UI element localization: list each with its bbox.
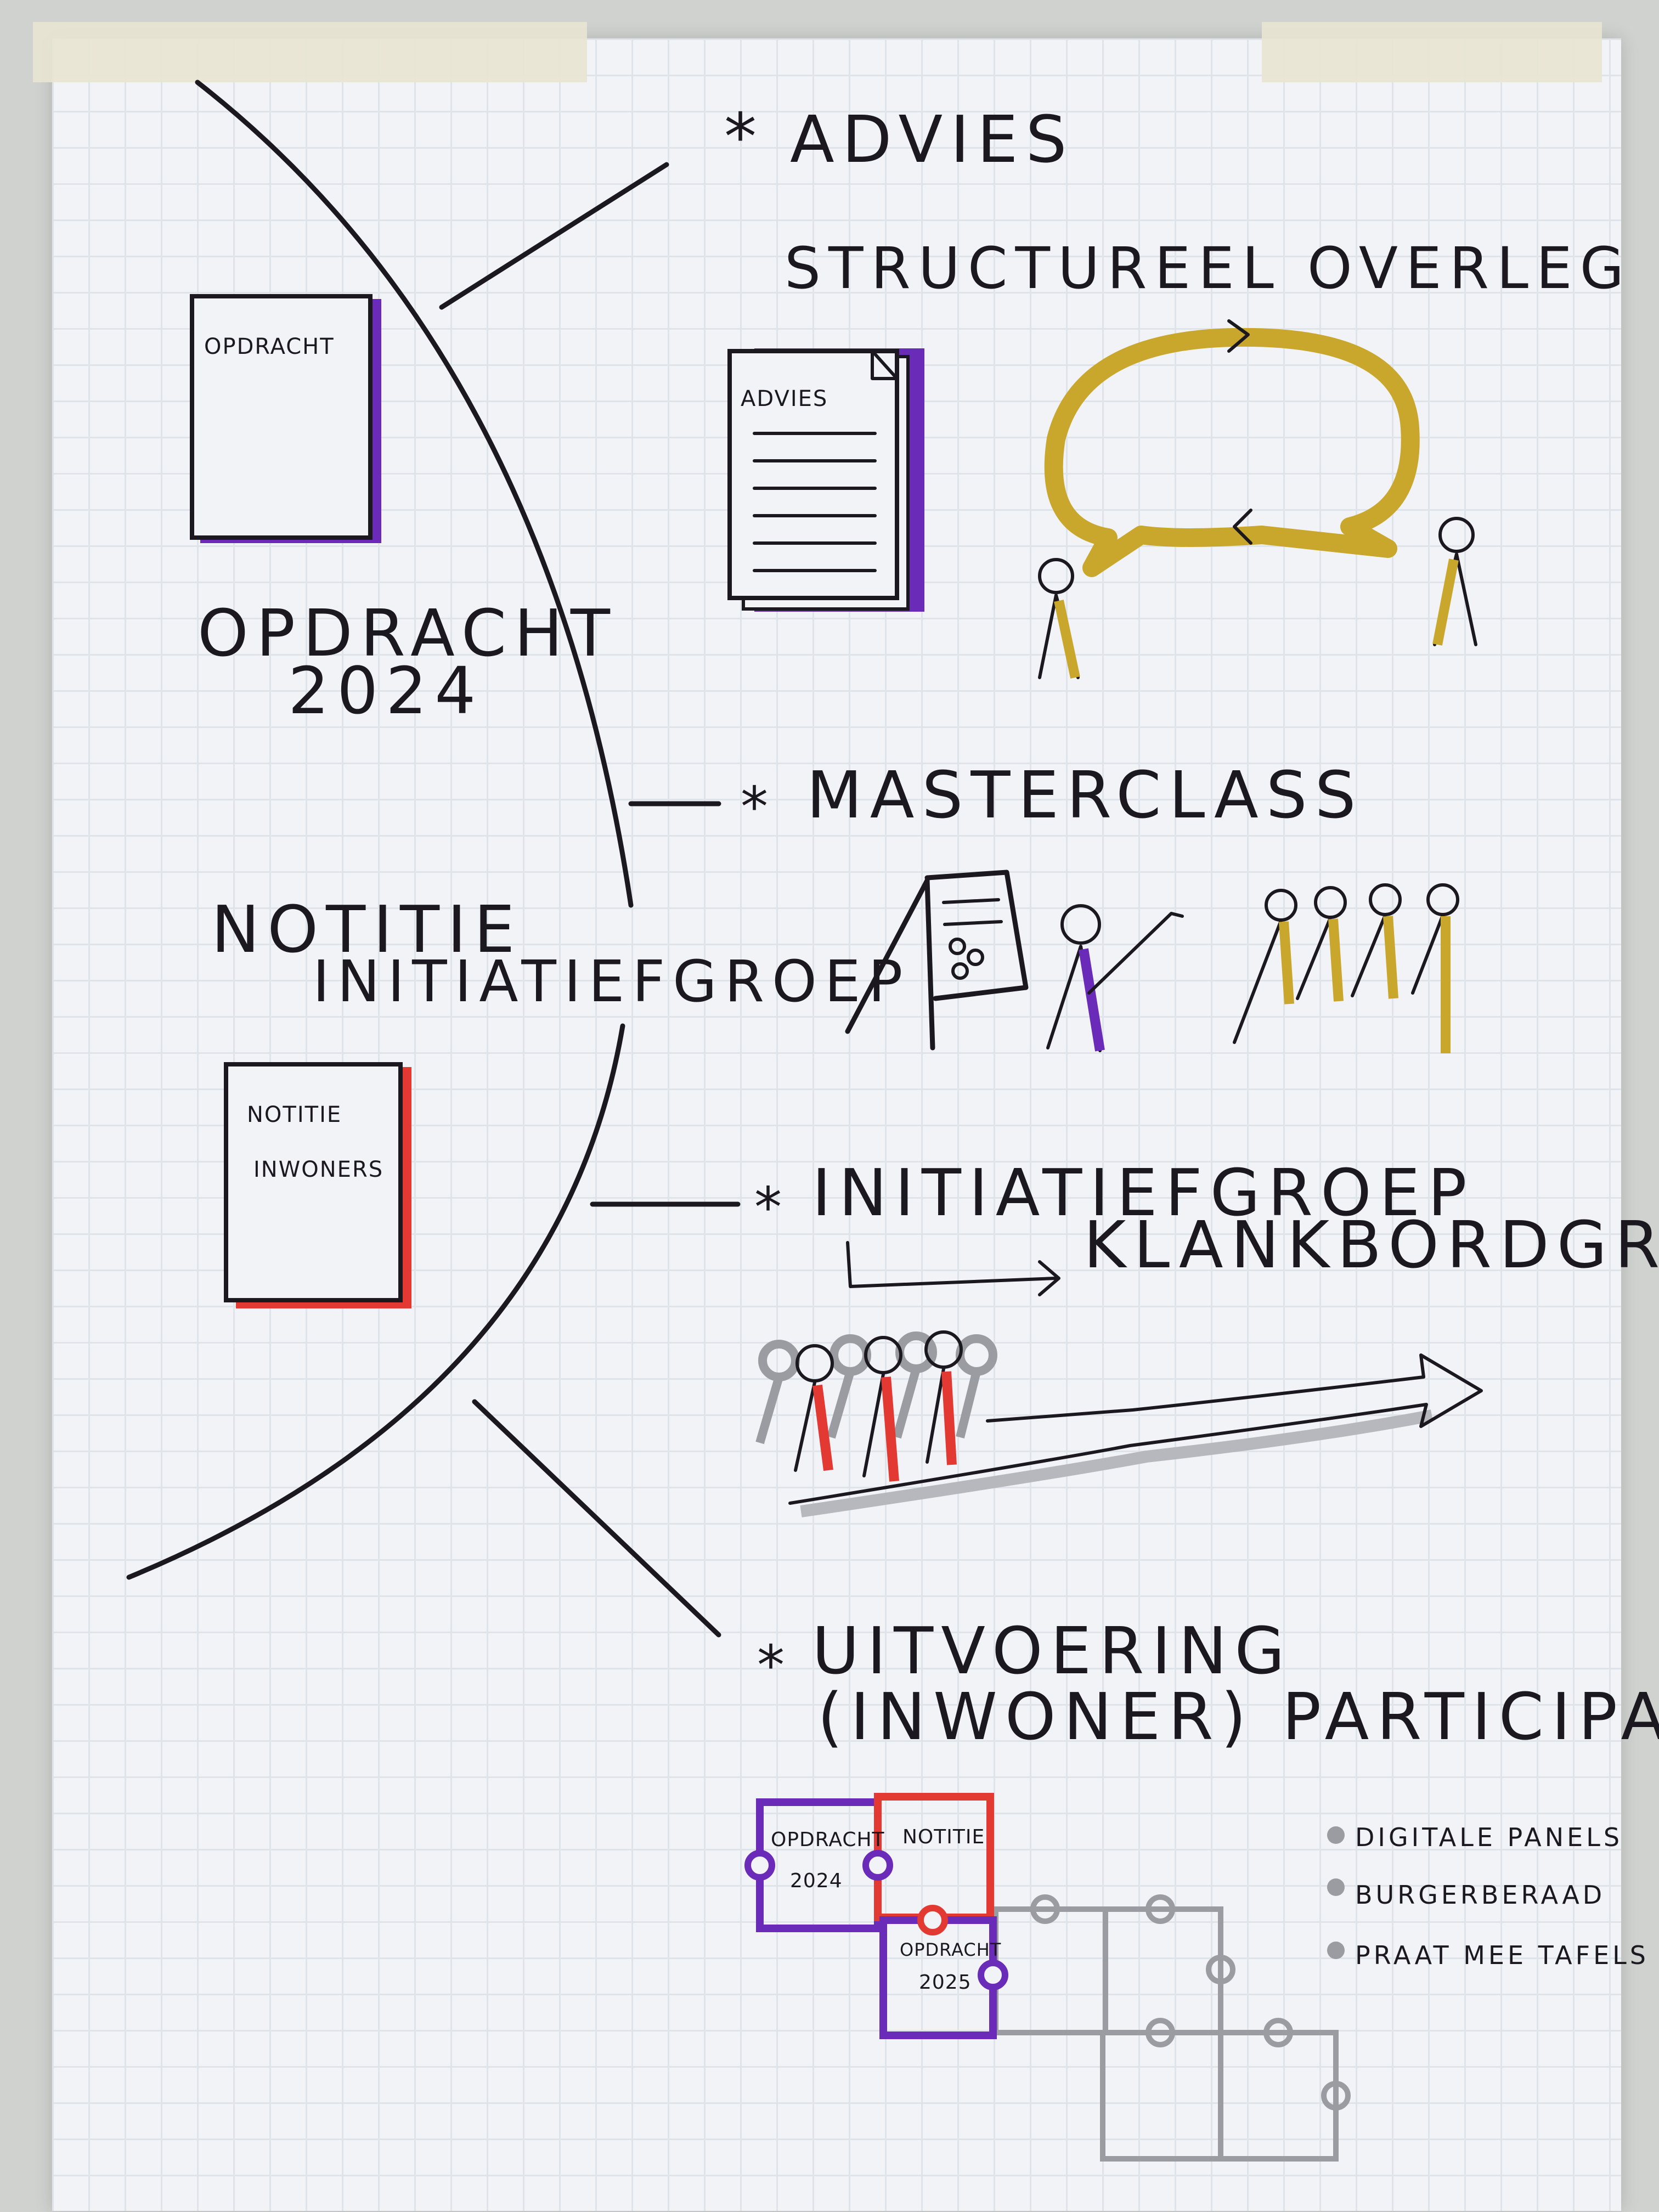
presenter-icon xyxy=(1046,904,1184,1052)
audience-icon xyxy=(1233,883,1459,1053)
spine-arc-upper xyxy=(195,80,634,908)
puzzle-opdracht-2025-label: OPDRACHT xyxy=(900,1939,1001,1960)
branch-advies xyxy=(439,162,669,310)
advies-document-stack-icon: ADVIES xyxy=(727,348,924,612)
puzzle-notitie-label: NOTITIE xyxy=(902,1826,985,1848)
flipchart-easel-icon xyxy=(845,870,1029,1051)
opdracht-document-icon: OPDRACHT xyxy=(190,294,381,543)
growth-arrow-icon xyxy=(788,1353,1483,1517)
initiatiefgroep-heading: INITIATIEFGROEP xyxy=(313,948,910,1015)
uitvoering-title: UITVOERING xyxy=(812,1613,1293,1689)
person-right-icon xyxy=(1432,517,1477,646)
bullet-praat-mee-tafels: PRAAT MEE TAFELS xyxy=(1355,1940,1649,1970)
person-left-icon xyxy=(1038,558,1080,679)
advies-title: ADVIES xyxy=(790,101,1075,177)
advies-doc-label: ADVIES xyxy=(741,386,828,411)
spine-arc-lower xyxy=(126,1023,625,1580)
opdracht-heading: OPDRACHT xyxy=(198,595,618,671)
notitie-document-icon: NOTITIE INWONERS xyxy=(224,1062,411,1308)
opdracht-year: 2024 xyxy=(288,653,483,729)
uitvoering-asterisk: * xyxy=(757,1633,788,1697)
notitie-doc-label: NOTITIE xyxy=(247,1102,342,1127)
bullet-burgerberaad: BURGERBERAAD xyxy=(1355,1880,1605,1910)
tape-right xyxy=(1262,22,1602,82)
puzzle-opdracht-2024-label: OPDRACHT xyxy=(771,1829,885,1851)
speech-bubble-icon xyxy=(1044,319,1420,577)
transition-arrow-icon xyxy=(846,1241,1060,1296)
puzzle-2024-label: 2024 xyxy=(790,1870,843,1892)
structureel-overleg-subtitle: STRUCTUREEL OVERLEG xyxy=(785,235,1632,302)
participation-bullets: DIGITALE PANELS BURGERBERAAD PRAAT MEE T… xyxy=(1327,1822,1649,1970)
opdracht-doc-label: OPDRACHT xyxy=(204,334,335,359)
klankbordgroep-subtitle: KLANKBORDGROEP xyxy=(1084,1207,1659,1283)
masterclass-title: MASTERCLASS xyxy=(806,757,1364,833)
inwoners-doc-label: INWONERS xyxy=(253,1157,383,1182)
advies-asterisk: * xyxy=(724,99,764,174)
branch-uitvoering xyxy=(472,1399,721,1638)
participatie-subtitle: (INWONER) PARTICIPATIE xyxy=(817,1679,1659,1754)
bullet-digitale-panels: DIGITALE PANELS xyxy=(1355,1822,1623,1852)
tape-left xyxy=(33,22,587,82)
group-of-people-icon xyxy=(755,1330,997,1482)
masterclass-asterisk: * xyxy=(741,775,771,839)
puzzle-2025-label: 2025 xyxy=(919,1971,972,1994)
puzzle-icon: OPDRACHT 2024 NOTITIE OPDRACHT 2025 xyxy=(744,1793,1351,2162)
initiatiefgroep-asterisk: * xyxy=(754,1175,785,1239)
initiatiefgroep-title: INITIATIEFGROEP xyxy=(812,1155,1475,1231)
notitie-heading: NOTITIE xyxy=(211,891,522,967)
